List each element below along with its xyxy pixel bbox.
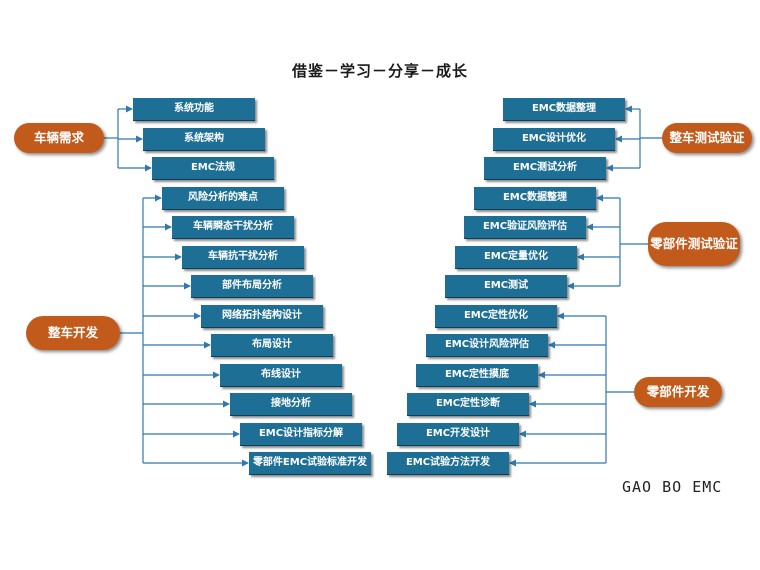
step-box: EMC测试	[445, 275, 567, 298]
step-box: EMC定性摸底	[416, 364, 538, 387]
step-box: EMC测试分析	[484, 157, 606, 180]
step-box: EMC定量优化	[455, 246, 577, 269]
step-box: 部件布局分析	[191, 275, 313, 298]
step-box: 车辆瞬态干扰分析	[172, 216, 294, 239]
step-box: EMC设计优化	[493, 128, 615, 151]
step-box: EMC设计指标分解	[240, 423, 362, 446]
diagram-title: 借鉴－学习－分享－成长	[291, 62, 468, 80]
step-box: 布线设计	[220, 364, 342, 387]
group-vehicle-requirements: 车辆需求	[14, 123, 104, 153]
step-box: 系统功能	[133, 98, 255, 121]
step-box: 布局设计	[211, 334, 333, 357]
step-box: EMC定性诊断	[407, 393, 529, 416]
step-box: 车辆抗干扰分析	[182, 246, 304, 269]
step-box: EMC开发设计	[397, 423, 519, 446]
step-box: 零部件EMC试验标准开发	[249, 452, 371, 475]
step-box: EMC法规	[152, 157, 274, 180]
step-box: 网络拓扑结构设计	[201, 305, 323, 328]
step-box: 风险分析的难点	[162, 187, 284, 210]
step-box: 系统架构	[143, 128, 265, 151]
step-box: EMC数据整理	[503, 98, 625, 121]
group-vehicle-development: 整车开发	[26, 316, 120, 350]
group-vehicle-test-validation: 整车测试验证	[662, 123, 752, 153]
step-box: EMC验证风险评估	[464, 216, 586, 239]
group-component-development: 零部件开发	[634, 377, 722, 407]
brand-watermark: GAO BO EMC	[622, 478, 723, 496]
step-box: EMC定性优化	[435, 305, 557, 328]
step-box: EMC设计风险评估	[426, 334, 548, 357]
step-box: EMC数据整理	[474, 187, 596, 210]
step-box: EMC试验方法开发	[387, 452, 509, 475]
group-component-test-validation: 零部件测试验证	[648, 222, 740, 266]
step-box: 接地分析	[230, 393, 352, 416]
